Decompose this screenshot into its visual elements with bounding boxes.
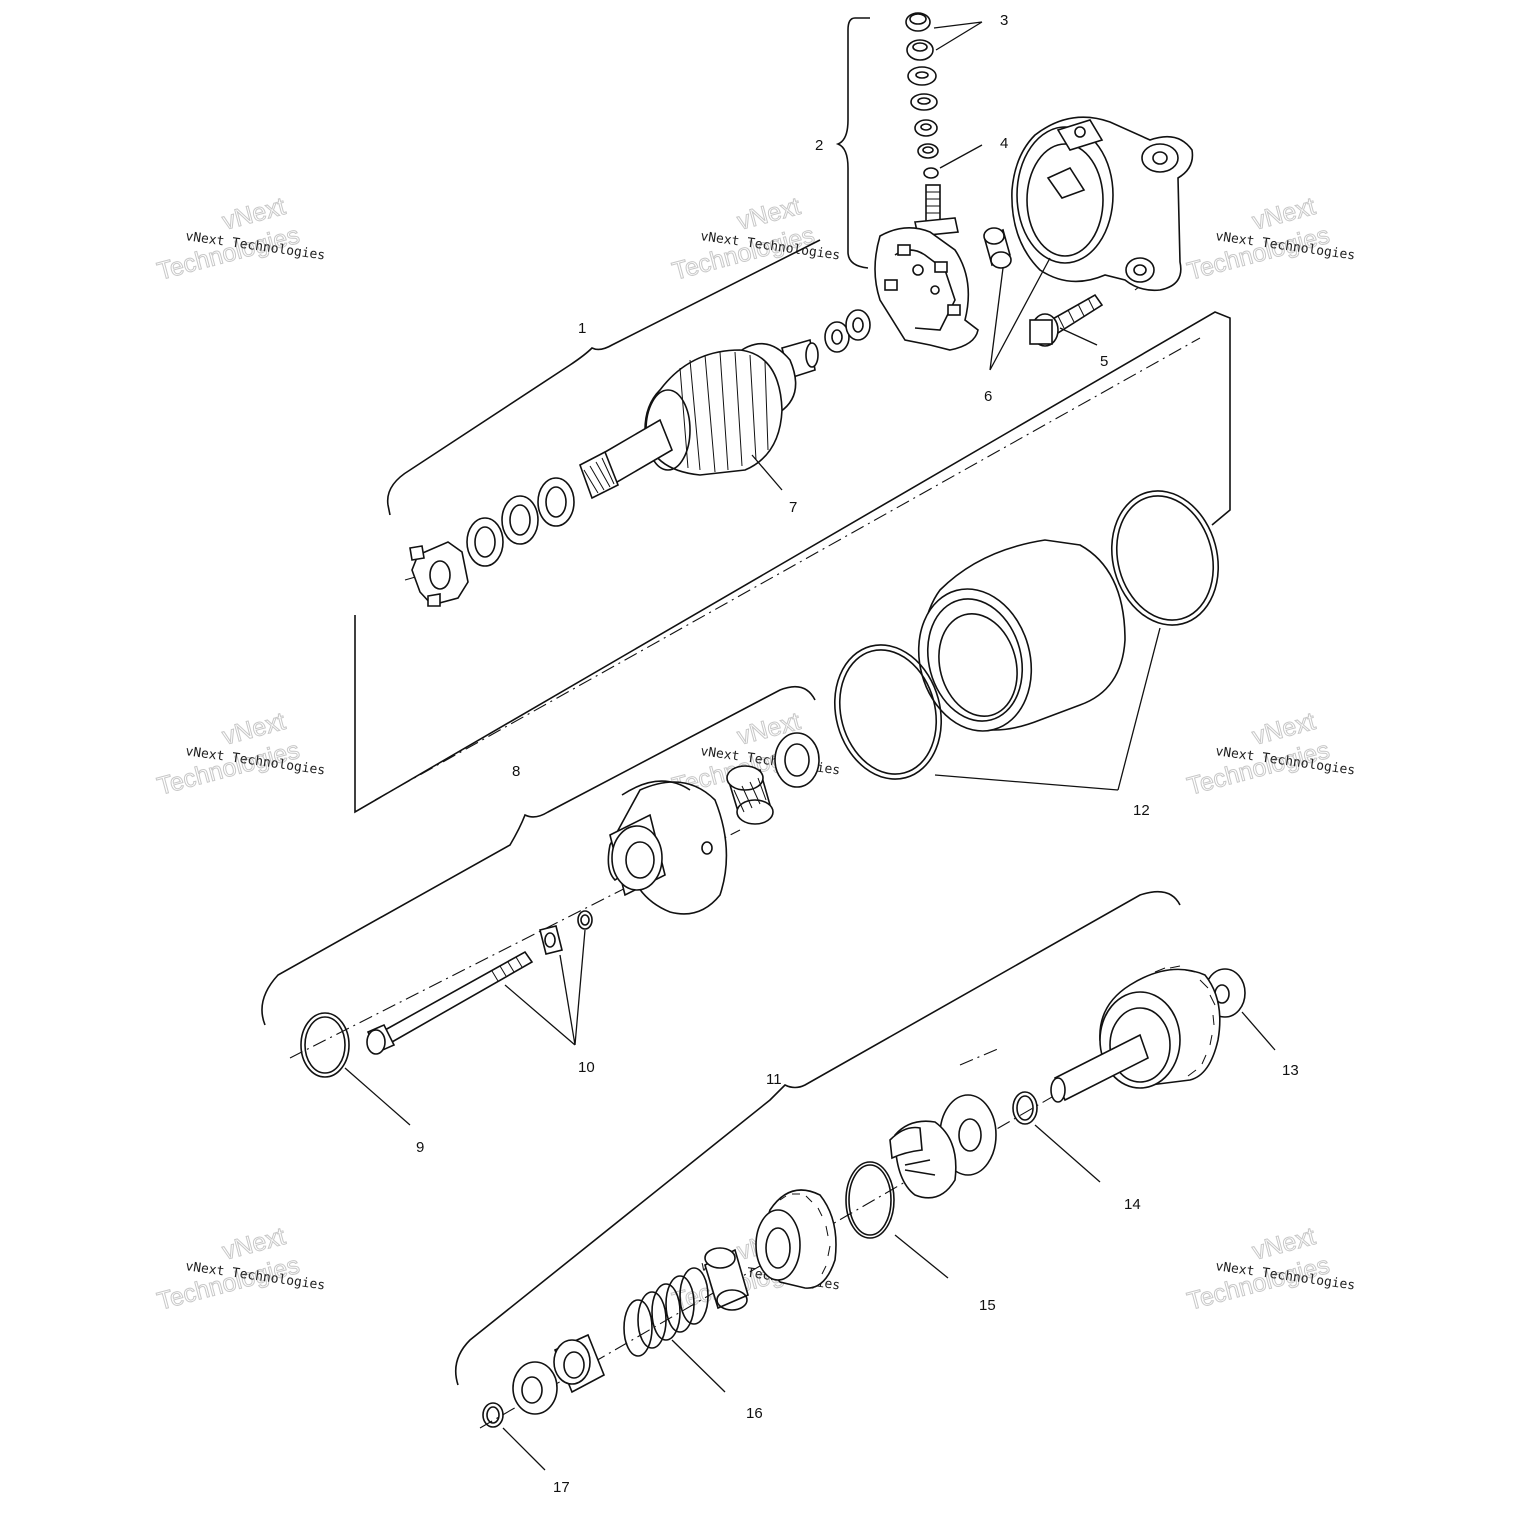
washer (910, 93, 938, 111)
callout-17: 17 (553, 1479, 570, 1496)
terminal-o-ring (923, 167, 939, 179)
armature-washer-set-rear (824, 309, 871, 353)
armature-washer-set-front (466, 477, 575, 567)
callout-15: 15 (979, 1297, 996, 1314)
callout-2: 2 (815, 137, 823, 154)
rear-end-cover (1011, 116, 1194, 292)
front-bracket (607, 780, 728, 915)
brace-11 (454, 890, 1181, 1386)
bushing (983, 227, 1012, 269)
brace-8 (261, 685, 816, 1026)
callout-4: 4 (1000, 135, 1008, 152)
watermark: vNext Technologies vNext Technologies (154, 1222, 326, 1317)
through-screw (1029, 293, 1104, 347)
through-bolt (366, 950, 534, 1055)
callout-1: 1 (578, 320, 586, 337)
needle-bearing (726, 765, 774, 825)
brace-2 (835, 17, 870, 269)
watermark: vNext Technologies vNext Technologies (154, 192, 326, 287)
yoke-o-ring-front (833, 644, 943, 780)
callout-5: 5 (1100, 353, 1108, 370)
circlip (482, 1402, 504, 1428)
callout-14: 14 (1124, 1196, 1141, 1213)
sleeve (704, 1247, 749, 1311)
brush-holder-assembly (874, 184, 979, 351)
watermark: vNext Technologies vNext Technologies (669, 192, 841, 287)
spring-collar (553, 1333, 606, 1394)
armature (579, 338, 819, 500)
callout-16: 16 (746, 1405, 763, 1422)
washer (907, 66, 937, 86)
snap-ring-small (1012, 1091, 1038, 1125)
overrunning-clutch (755, 1189, 837, 1289)
watermark: vNext Technologies vNext Technologies (1184, 707, 1356, 802)
washer (914, 119, 938, 137)
yoke-field-frame (917, 539, 1126, 732)
snap-ring-large (300, 1012, 350, 1078)
lock-plate (409, 541, 469, 607)
pinion-spring (623, 1267, 709, 1357)
clutch-spring-ring (845, 1161, 895, 1239)
terminal-nut-top (905, 12, 931, 32)
callout-7: 7 (789, 499, 797, 516)
callout-8: 8 (512, 763, 520, 780)
brace-1 (386, 239, 821, 516)
oil-seal (774, 732, 820, 788)
watermark: vNext Technologies vNext Technologies (1184, 192, 1356, 287)
washer (917, 143, 939, 159)
stop-collar (512, 1361, 558, 1415)
split-collar (889, 1120, 957, 1199)
watermark: vNext Technologies vNext Technologies (154, 707, 326, 802)
callout-labels: 1 2 3 4 5 6 7 8 9 10 11 12 13 14 15 16 1… (416, 12, 1299, 1496)
group-braces (261, 17, 1181, 1386)
callout-11: 11 (766, 1071, 782, 1088)
callout-6: 6 (984, 388, 992, 405)
bolt-washer-and-o-ring (539, 910, 593, 955)
terminal-nut-second (906, 39, 934, 61)
yoke-o-ring-rear (1110, 490, 1220, 626)
callout-10: 10 (578, 1059, 595, 1076)
callout-9: 9 (416, 1139, 424, 1156)
watermark: vNext Technologies vNext Technologies (1184, 1222, 1356, 1317)
terminal-nut-washer-stack (905, 12, 939, 159)
callout-13: 13 (1282, 1062, 1299, 1079)
callout-3: 3 (1000, 12, 1008, 29)
pinion-shaft-gear (1050, 965, 1221, 1103)
leader-lines (344, 21, 1276, 1471)
callout-12: 12 (1133, 802, 1150, 819)
